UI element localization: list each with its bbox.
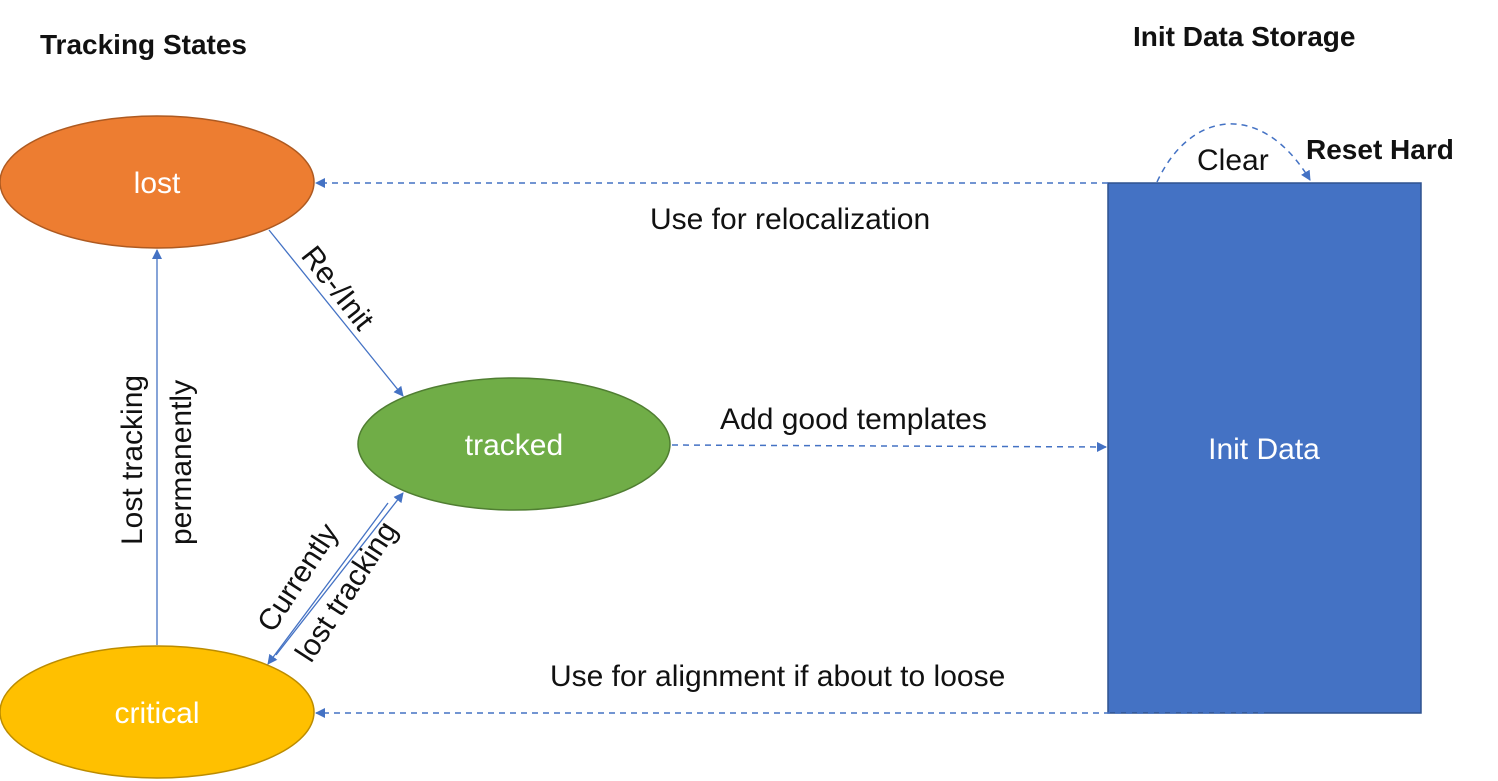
lost-permanently-label-line2: permanently bbox=[165, 380, 198, 545]
lost-state-label: lost bbox=[134, 167, 181, 200]
init-data-storage-heading: Init Data Storage bbox=[1133, 21, 1355, 52]
reinit-label: Re-/Init bbox=[294, 240, 380, 337]
init-data-box bbox=[1107, 182, 1422, 714]
init-data-label: Init Data bbox=[1208, 433, 1320, 466]
critical-to-tracked-arrow bbox=[275, 492, 404, 656]
lost-permanently-label-line1: Lost tracking bbox=[116, 375, 149, 545]
clear-label: Clear bbox=[1197, 144, 1269, 177]
tracked-state-label: tracked bbox=[465, 429, 563, 462]
tracking-states-heading: Tracking States bbox=[40, 29, 247, 60]
lost-state-node bbox=[0, 115, 315, 249]
clear-loop-arrow bbox=[1156, 123, 1311, 183]
critical-state-label: critical bbox=[114, 697, 199, 730]
tracked-to-init-arrow bbox=[671, 441, 1107, 452]
tracked-to-critical-arrow bbox=[267, 502, 389, 665]
critical-state-node bbox=[0, 645, 315, 779]
tracked-state-node bbox=[357, 377, 671, 511]
alignment-label: Use for alignment if about to loose bbox=[550, 660, 1005, 693]
lost-to-tracked-arrow bbox=[268, 229, 404, 397]
reset-hard-label: Reset Hard bbox=[1306, 134, 1454, 165]
relocalization-label: Use for relocalization bbox=[650, 203, 930, 236]
add-templates-label: Add good templates bbox=[720, 403, 987, 436]
